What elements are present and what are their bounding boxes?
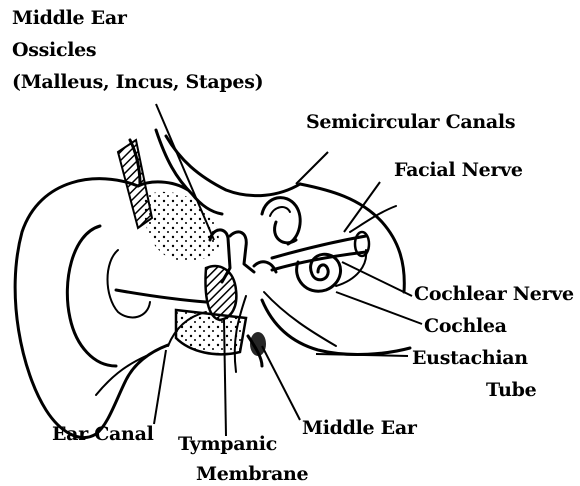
labels: Middle Ear Ossicles (Malleus, Incus, Sta… xyxy=(12,7,574,485)
label-tympanic-line2: Membrane xyxy=(196,463,309,485)
label-middle-ear-ossicles-line2: Ossicles xyxy=(12,39,96,61)
label-facial-nerve: Facial Nerve xyxy=(394,159,523,181)
facial-nerve xyxy=(272,206,396,270)
label-middle-ear-ossicles-line1: Middle Ear xyxy=(12,7,128,29)
label-ear-canal: Ear Canal xyxy=(52,423,154,445)
label-middle-ear: Middle Ear xyxy=(302,417,418,439)
semicircular-canals xyxy=(262,198,300,244)
label-cochlear-nerve: Cochlear Nerve xyxy=(414,283,574,305)
label-semicircular-canals: Semicircular Canals xyxy=(306,111,515,133)
label-middle-ear-ossicles-line3: (Malleus, Incus, Stapes) xyxy=(12,71,263,93)
label-cochlea: Cochlea xyxy=(424,315,507,337)
leader-lines xyxy=(154,104,422,436)
label-eustachian-line2: Tube xyxy=(486,379,537,401)
cochlea-spiral xyxy=(297,250,367,291)
tympanic-membrane-drum xyxy=(206,266,237,320)
label-eustachian-line1: Eustachian xyxy=(412,347,528,369)
label-tympanic-line1: Tympanic xyxy=(178,433,277,455)
